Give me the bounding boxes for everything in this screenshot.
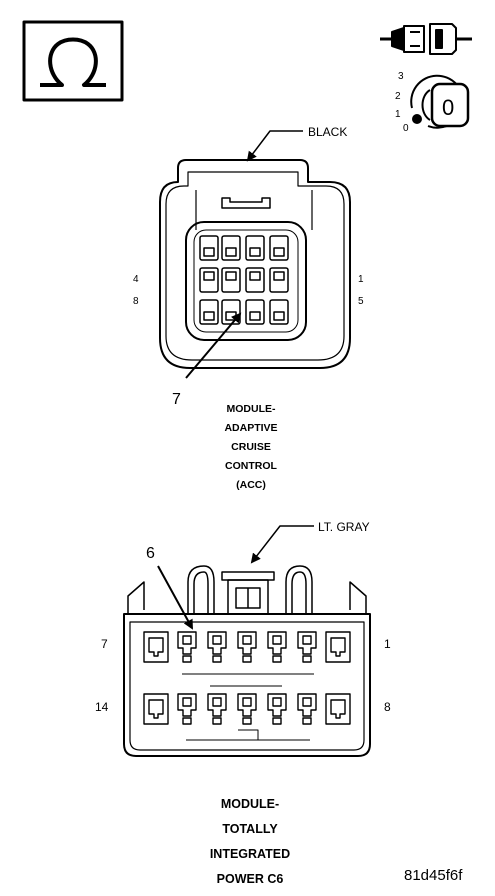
acc-terminal-cavity bbox=[269, 267, 289, 293]
acc-callout-pin: 7 bbox=[172, 391, 181, 408]
tipm-terminal-cavity bbox=[325, 693, 351, 725]
acc-terminal-cavity bbox=[269, 235, 289, 261]
ignition-position-3: 3 bbox=[398, 71, 404, 82]
tipm-terminal-cavity bbox=[325, 631, 351, 663]
tipm-terminal-cavity bbox=[297, 631, 317, 663]
tipm-terminal-cavity bbox=[207, 631, 227, 663]
acc-title-line: (ACC) bbox=[236, 479, 266, 491]
tipm-title-line: INTEGRATED bbox=[210, 847, 290, 861]
tipm-color-leader bbox=[250, 525, 314, 564]
acc-housing-inner bbox=[165, 171, 345, 361]
acc-cavity-face bbox=[185, 221, 307, 341]
ignition-key-icon: 3 2 1 0 0 bbox=[395, 71, 470, 134]
acc-title-line: ADAPTIVE bbox=[224, 422, 277, 434]
ignition-position-1: 1 bbox=[395, 109, 401, 120]
tipm-housing-inner bbox=[129, 621, 365, 751]
tipm-terminal-cavity bbox=[237, 631, 257, 663]
acc-terminal-cavity bbox=[199, 267, 219, 293]
acc-callout-arrow bbox=[185, 312, 242, 379]
acc-connector: BLACK 4 8 1 5 7 MODULE- ADAPTIVE CRUISE … bbox=[133, 125, 364, 491]
tipm-pin-number-7: 7 bbox=[101, 637, 108, 651]
acc-color-label: BLACK bbox=[308, 125, 347, 139]
tipm-color-label: LT. GRAY bbox=[318, 520, 370, 534]
tipm-terminal-cavity bbox=[207, 693, 227, 725]
tipm-callout-arrow bbox=[157, 565, 193, 630]
tipm-terminal-cavity bbox=[177, 631, 197, 663]
tipm-connector-title: MODULE- TOTALLY INTEGRATED POWER C6 bbox=[210, 797, 290, 886]
tipm-terminal-cavity bbox=[267, 693, 287, 725]
acc-terminal-cavity bbox=[221, 299, 241, 325]
acc-housing-outer bbox=[159, 159, 351, 369]
tipm-callout-pin: 6 bbox=[146, 545, 155, 562]
acc-terminal-grid bbox=[199, 235, 289, 325]
tipm-title-line: POWER C6 bbox=[217, 872, 284, 886]
acc-title-line: MODULE- bbox=[227, 403, 276, 415]
tipm-title-line: MODULE- bbox=[221, 797, 279, 811]
tipm-pin-number-8: 8 bbox=[384, 700, 391, 714]
tipm-pin-number-1: 1 bbox=[384, 637, 391, 651]
acc-latch bbox=[221, 197, 271, 209]
acc-color-leader bbox=[246, 130, 303, 162]
acc-pin-number-5: 5 bbox=[358, 296, 364, 307]
acc-terminal-cavity bbox=[199, 299, 219, 325]
connector-unplugged-icon bbox=[380, 23, 472, 55]
ignition-position-0: 0 bbox=[403, 123, 409, 134]
ohm-meter-icon bbox=[22, 20, 124, 102]
acc-pin-number-1: 1 bbox=[358, 274, 364, 285]
acc-terminal-cavity bbox=[221, 235, 241, 261]
acc-terminal-cavity bbox=[199, 235, 219, 261]
ignition-key-label: 0 bbox=[442, 95, 454, 120]
tipm-terminal-grid bbox=[143, 631, 351, 725]
tipm-title-line: TOTALLY bbox=[222, 822, 278, 836]
tipm-housing-outer bbox=[123, 613, 371, 757]
tipm-pin-number-14: 14 bbox=[95, 700, 109, 714]
acc-title-line: CRUISE bbox=[231, 441, 271, 453]
tipm-terminal-cavity bbox=[267, 631, 287, 663]
acc-title-line: CONTROL bbox=[225, 460, 277, 472]
acc-terminal-cavity bbox=[269, 299, 289, 325]
figure-code: 81d45f6f bbox=[404, 867, 463, 884]
tipm-terminal-cavity bbox=[143, 693, 169, 725]
acc-terminal-cavity bbox=[221, 267, 241, 293]
ignition-position-2: 2 bbox=[395, 91, 401, 102]
tipm-terminal-cavity bbox=[237, 693, 257, 725]
acc-cavity-inner bbox=[193, 229, 299, 333]
tipm-terminal-cavity bbox=[297, 693, 317, 725]
acc-terminal-cavity bbox=[245, 235, 265, 261]
acc-pin-number-4: 4 bbox=[133, 274, 139, 285]
acc-connector-title: MODULE- ADAPTIVE CRUISE CONTROL (ACC) bbox=[224, 403, 277, 491]
tipm-connector: LT. GRAY 7 14 1 8 6 bbox=[95, 520, 391, 886]
tipm-terminal-cavity bbox=[177, 693, 197, 725]
acc-pin-number-8: 8 bbox=[133, 296, 139, 307]
acc-terminal-cavity bbox=[245, 267, 265, 293]
tipm-latch bbox=[187, 565, 313, 615]
tipm-terminal-cavity bbox=[143, 631, 169, 663]
acc-terminal-cavity bbox=[245, 299, 265, 325]
